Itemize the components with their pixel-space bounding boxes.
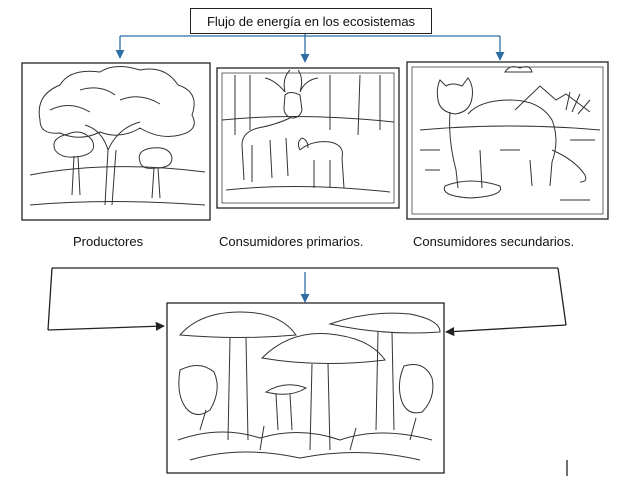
label-productores: Productores bbox=[73, 234, 144, 249]
top-connector bbox=[115, 34, 505, 63]
decomposer-connectors bbox=[47, 267, 568, 476]
label-consumidores-primarios: Consumidores primarios. bbox=[219, 234, 364, 249]
arrow-right-to-descomponedores bbox=[445, 324, 567, 337]
tree-illustration bbox=[21, 62, 211, 221]
arrow-left-to-descomponedores bbox=[47, 321, 165, 331]
diagram-title: Flujo de energía en los ecosistemas bbox=[190, 8, 432, 34]
puma-illustration bbox=[406, 61, 609, 220]
left-return-vertical bbox=[47, 267, 53, 331]
mushrooms-illustration bbox=[166, 302, 445, 474]
deer-illustration bbox=[216, 67, 400, 209]
label-consumidores-secundarios: Consumidores secundarios. bbox=[413, 234, 575, 249]
right-return-vertical bbox=[557, 267, 567, 326]
